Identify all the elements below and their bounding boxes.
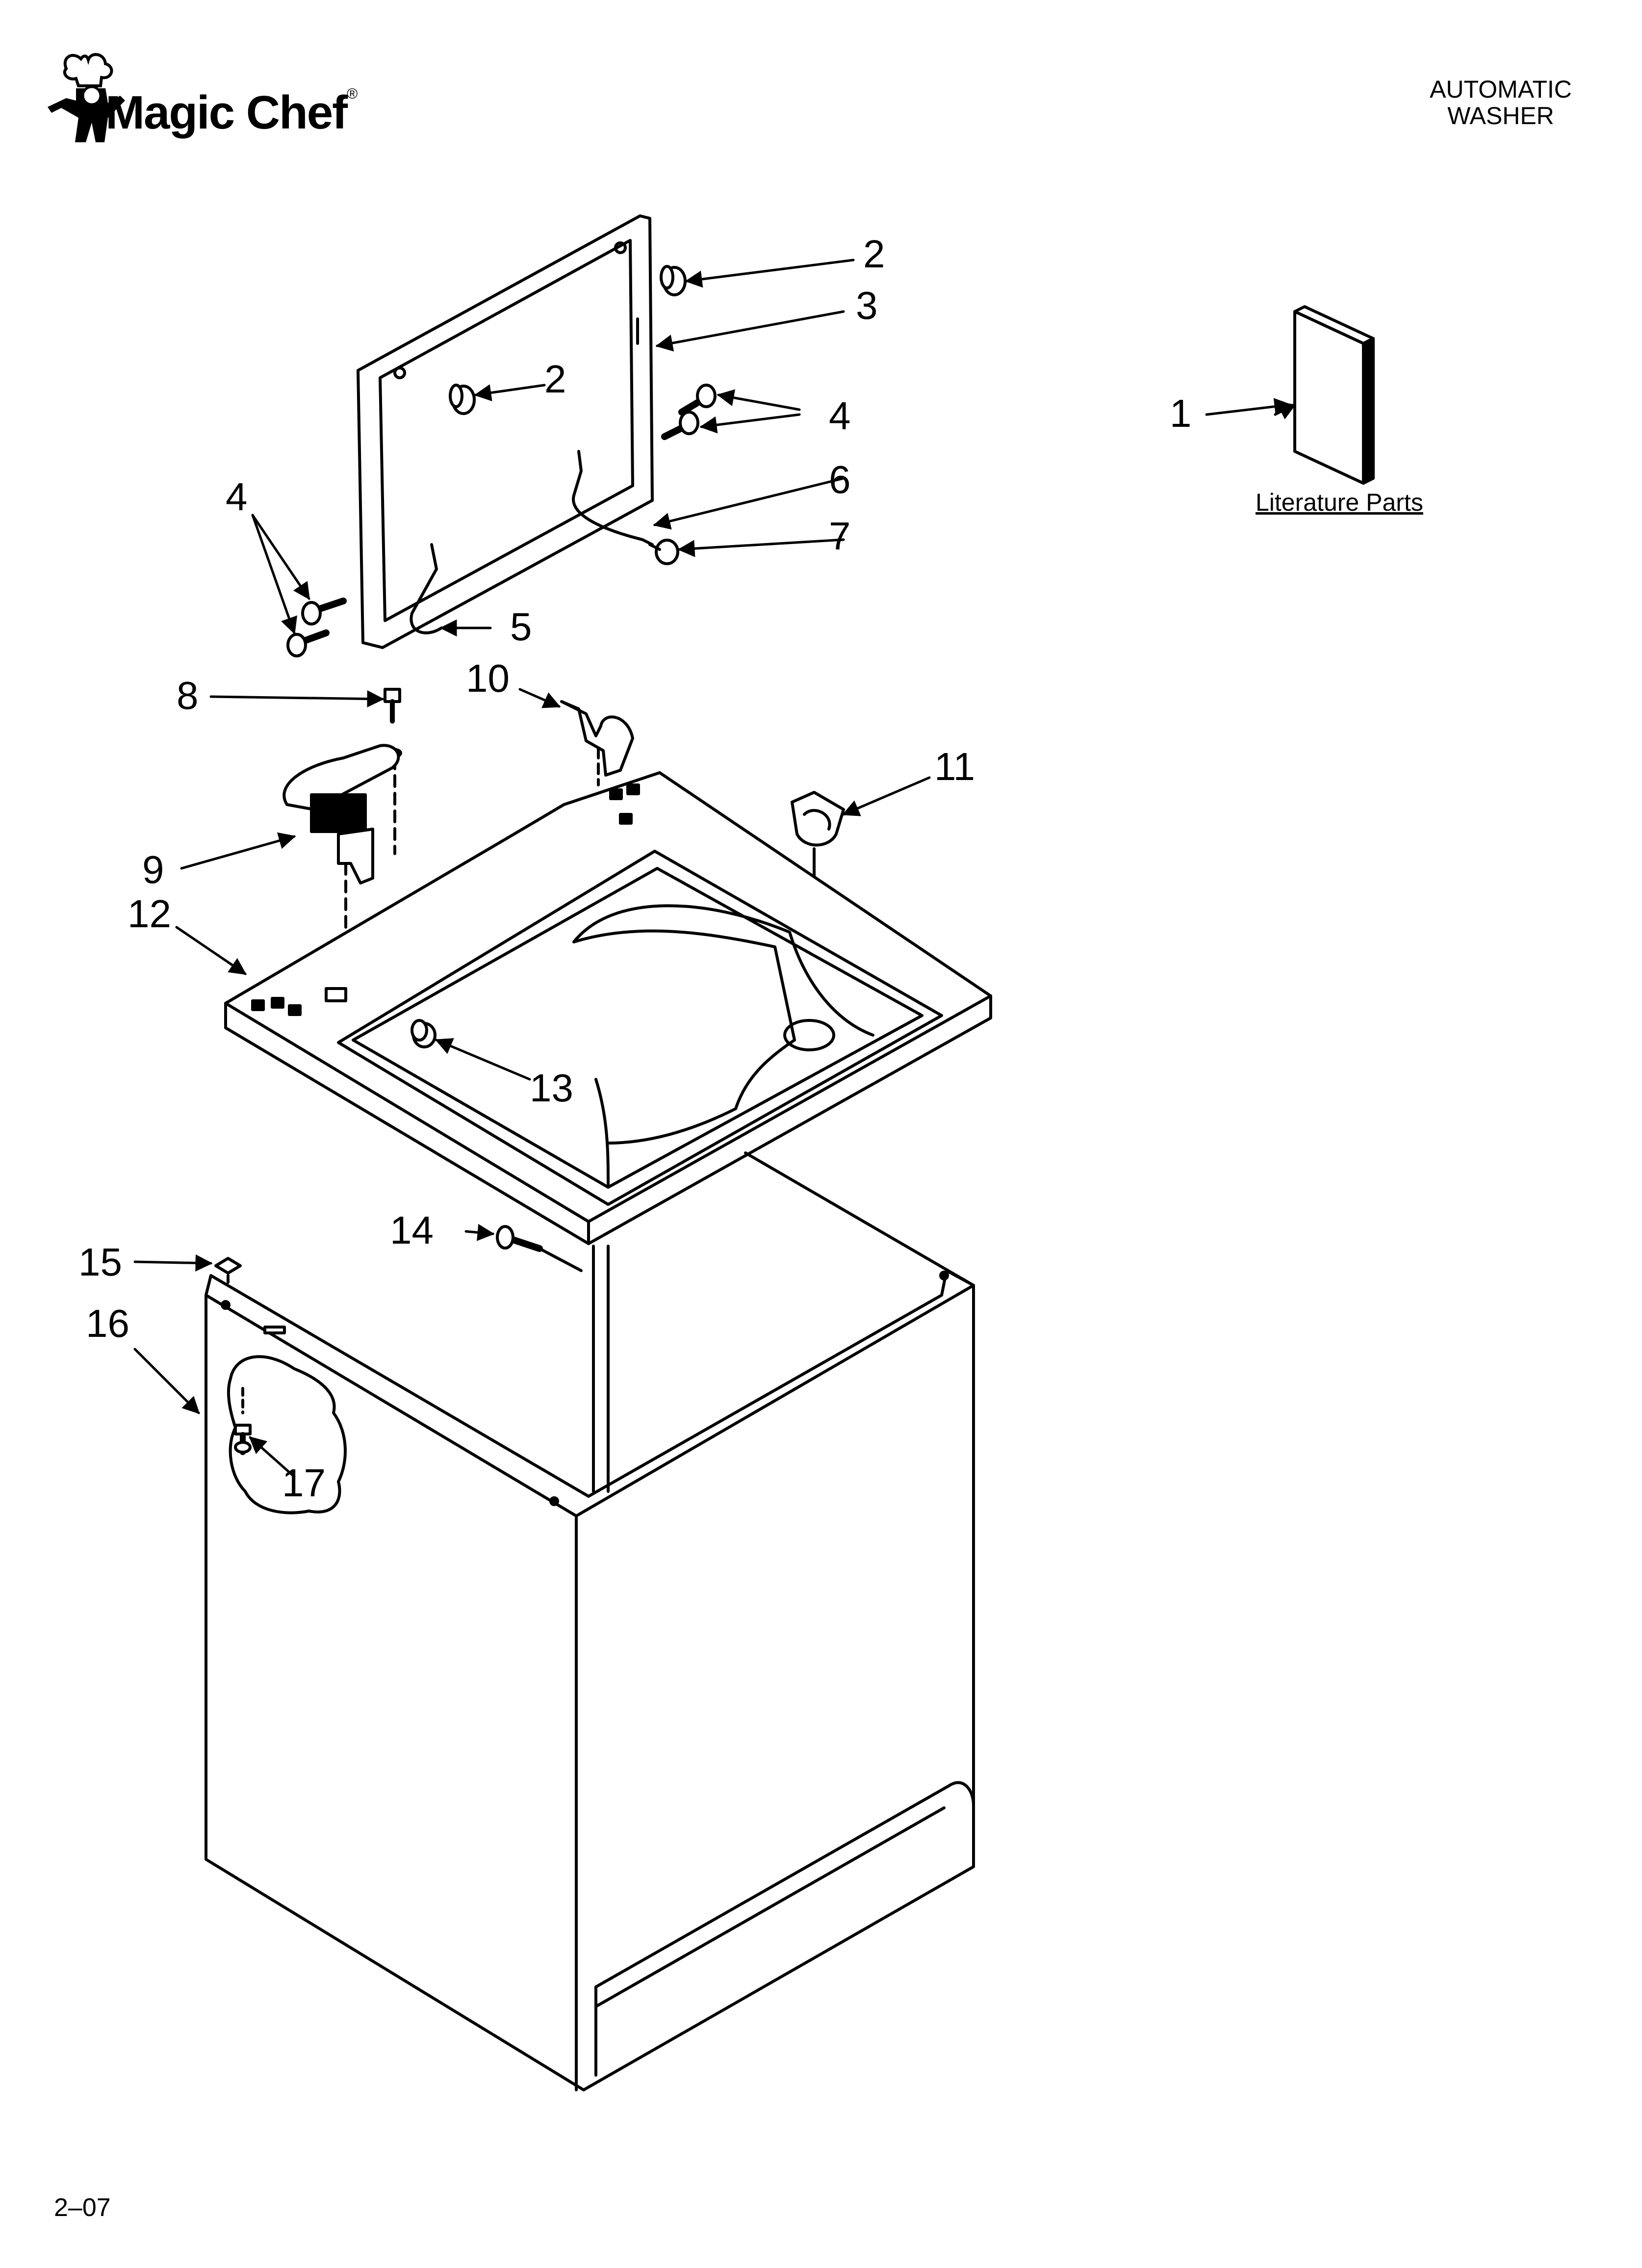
screw-right-lower [661,411,699,440]
chef-icon [48,53,125,142]
lid-switch [282,744,400,983]
clip-10 [560,700,634,786]
cabinet-cutaway [227,1355,347,1514]
callout-17: 17 [282,1461,326,1505]
callout-13: 13 [530,1066,573,1110]
top-panel [224,771,992,1245]
cabinet [205,1151,975,2091]
callout-7: 7 [829,514,851,558]
leader-lines [133,259,1297,1478]
callout-1: 1 [1170,391,1192,435]
title-line-2: WASHER [1447,102,1554,130]
callout-8: 8 [177,674,199,717]
callout-11: 11 [934,745,975,788]
brand-logo: Magic Chef® [47,49,400,152]
plug-7 [648,539,679,565]
bleach-dispenser [410,1019,436,1048]
page-title: AUTOMATIC WASHER [1383,76,1618,129]
callout-9: 9 [142,848,164,891]
lid-frame [357,214,654,649]
literature-parts-label: Literature Parts [1256,489,1423,516]
callout-2-upper: 2 [863,232,885,276]
screw-right-upper [678,384,717,416]
callout-14: 14 [390,1208,434,1252]
callout-6: 6 [829,458,851,501]
page-code: 2–07 [54,2193,111,2222]
callout-15: 15 [78,1240,122,1284]
callout-4-left: 4 [226,475,248,519]
callout-4-right: 4 [829,394,851,438]
brand-name: Magic Chef® [105,86,358,139]
bushing-upper [660,265,687,296]
callout-5: 5 [510,605,532,649]
screw-left-lower [286,629,330,657]
callout-3: 3 [856,284,878,327]
callout-12: 12 [128,892,171,936]
callout-2-lower: 2 [544,357,566,401]
screw-left-upper [301,598,347,626]
literature-booklet [1293,305,1375,485]
callout-16: 16 [86,1302,129,1345]
hinge-rod-5 [410,543,443,634]
callout-labels: 1 2 2 3 4 4 5 6 7 8 9 10 11 12 13 14 15 … [78,232,1192,1505]
callout-10: 10 [466,656,510,700]
title-line-1: AUTOMATIC [1430,76,1572,103]
screw-14 [496,1225,583,1272]
hinge-rod-6 [572,450,654,546]
